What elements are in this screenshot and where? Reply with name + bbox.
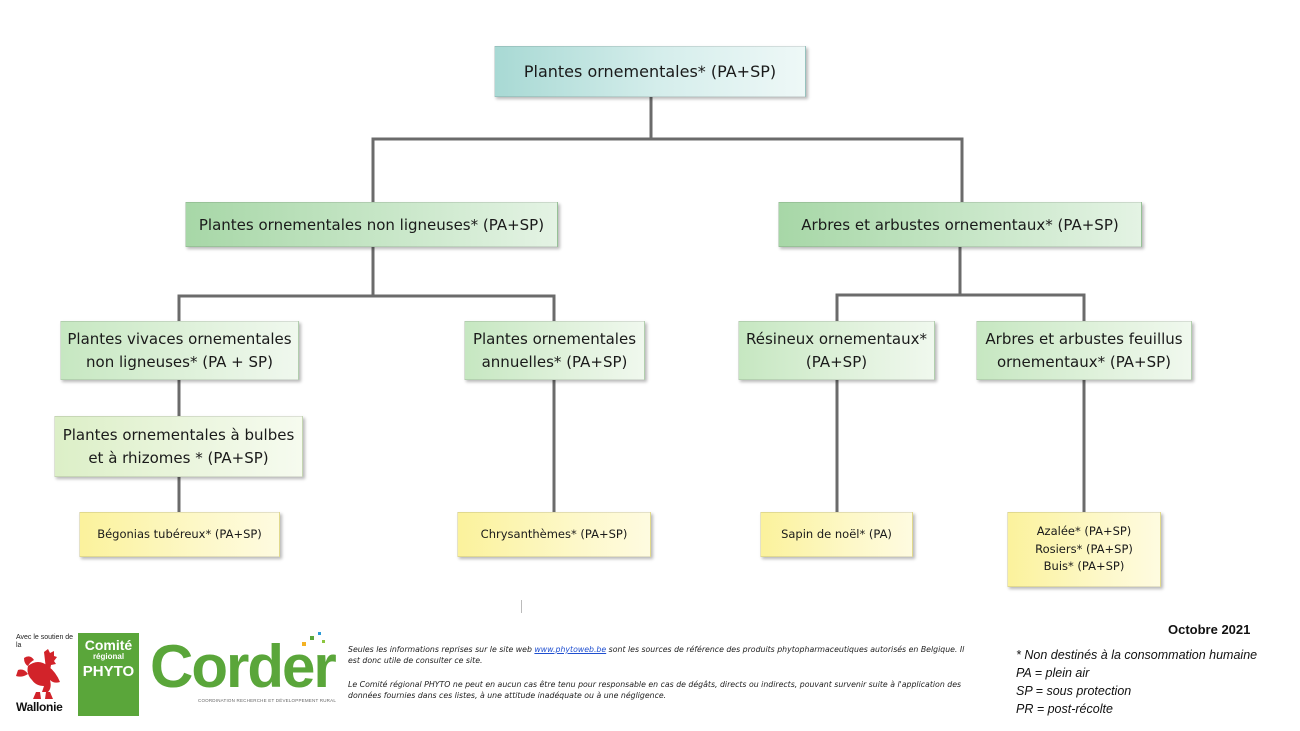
corder-subtitle: COORDINATION RECHERCHE ET DÉVELOPPEMENT …	[198, 698, 337, 703]
link-nonligneuses-to-children	[177, 247, 556, 321]
phyto-logo-line2: régional	[92, 652, 125, 661]
node-label: Plantes ornementales* (PA+SP)	[523, 62, 777, 81]
node-plantes-annuelles: Plantes ornementales annuelles* (PA+SP)	[464, 321, 645, 380]
node-label: Plantes ornementales annuelles* (PA+SP)	[472, 330, 637, 371]
divider	[521, 600, 522, 613]
leaf-begonias: Bégonias tubéreux* (PA+SP)	[79, 512, 280, 557]
legend-item: PA = plein air	[1016, 666, 1090, 680]
node-label: Arbres et arbustes ornementaux* (PA+SP)	[801, 215, 1119, 234]
node-plantes-non-ligneuses: Plantes ornementales non ligneuses* (PA+…	[185, 202, 558, 247]
node-plantes-ornementales: Plantes ornementales* (PA+SP)	[494, 46, 806, 97]
leaf-sapin-de-noel: Sapin de noël* (PA)	[760, 512, 913, 557]
disclaimer-phytoweb: Seules les informations reprises sur le …	[348, 645, 968, 666]
phytoweb-link[interactable]: www.phytoweb.be	[534, 645, 607, 654]
node-label: Plantes vivaces ornementales non ligneus…	[67, 330, 292, 371]
node-label: Azalée* (PA+SP) Rosiers* (PA+SP) Buis* (…	[1035, 523, 1133, 574]
node-plantes-vivaces: Plantes vivaces ornementales non ligneus…	[60, 321, 299, 380]
legend: * Non destinés à la consommation humaine…	[1016, 646, 1257, 718]
leaf-chrysanthemes: Chrysanthèmes* (PA+SP)	[457, 512, 651, 557]
phyto-logo-line3: PHYTO	[82, 663, 135, 680]
node-label: Chrysanthèmes* (PA+SP)	[480, 526, 628, 541]
node-label: Plantes ornementales à bulbes et à rhizo…	[62, 426, 295, 467]
link-root-to-level1	[371, 97, 964, 202]
node-label: Plantes ornementales non ligneuses* (PA+…	[198, 215, 545, 234]
leaf-azalee-rosiers-buis: Azalée* (PA+SP) Rosiers* (PA+SP) Buis* (…	[1007, 512, 1161, 587]
node-label: Sapin de noël* (PA)	[781, 526, 892, 541]
support-text: Avec le soutien de la	[16, 634, 74, 650]
wallonie-logo-text: Wallonie	[16, 700, 63, 714]
node-label: Résineux ornementaux* (PA+SP)	[746, 330, 927, 371]
legend-item: * Non destinés à la consommation humaine	[1016, 648, 1258, 662]
corder-sparkle-icon	[302, 632, 325, 646]
node-label: Arbres et arbustes feuillus ornementaux*…	[985, 330, 1183, 371]
legend-item: PR = post-récolte	[1016, 702, 1113, 716]
node-arbres-arbustes: Arbres et arbustes ornementaux* (PA+SP)	[778, 202, 1142, 247]
comite-phyto-logo: Comité régional PHYTO	[78, 633, 139, 716]
legend-item: SP = sous protection	[1016, 684, 1132, 698]
node-resineux: Résineux ornementaux* (PA+SP)	[738, 321, 935, 380]
node-label: Bégonias tubéreux* (PA+SP)	[97, 526, 262, 541]
node-bulbes-rhizomes: Plantes ornementales à bulbes et à rhizo…	[54, 416, 303, 477]
publication-date: Octobre 2021	[1168, 622, 1251, 637]
disclaimer-text: sont les sources de référence des produi…	[348, 645, 965, 665]
disclaimer-liability: Le Comité régional PHYTO ne peut en aucu…	[348, 680, 962, 700]
phyto-logo-line1: Comité	[84, 637, 133, 653]
disclaimer-text: Seules les informations reprises sur le …	[348, 645, 535, 654]
wallonie-rooster-icon	[16, 649, 60, 699]
node-arbres-feuillus: Arbres et arbustes feuillus ornementaux*…	[976, 321, 1192, 380]
